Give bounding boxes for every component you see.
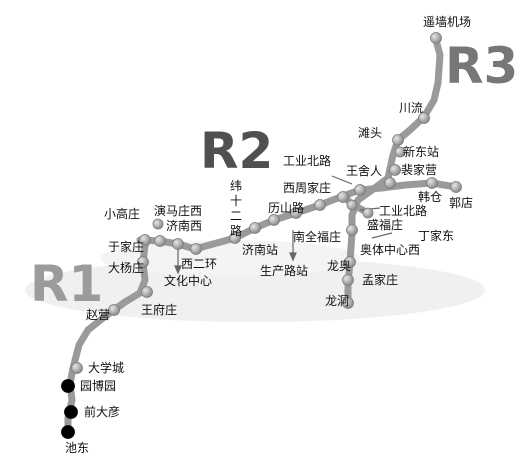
station-dot-xierhuan bbox=[190, 243, 202, 255]
label-gongye-beilu: 工业北路 bbox=[283, 153, 331, 168]
label-wangsheren: 王舍人 bbox=[346, 163, 382, 178]
label-qiandayan: 前大彦 bbox=[84, 404, 120, 419]
background-shading bbox=[25, 240, 485, 322]
station-dot-wei12-road bbox=[249, 222, 261, 234]
station-dot-jinan-station bbox=[268, 214, 280, 226]
label-yanmazhuang-west: 演马庄西 bbox=[154, 203, 202, 218]
line-label-r3: R3 bbox=[445, 37, 518, 95]
label-dingjiadong: 丁家东 bbox=[418, 228, 454, 243]
label-longdong: 龙洞 bbox=[325, 294, 349, 308]
label-chuanliu: 川流 bbox=[399, 101, 423, 115]
label-jinan-west: 济南西 bbox=[166, 218, 202, 233]
label-yaoqiang-airport: 遥墙机场 bbox=[423, 15, 471, 29]
station-dot-yaoqiang-airport bbox=[430, 32, 442, 44]
label-peijiaying: 裴家营 bbox=[401, 162, 437, 177]
arrow-head-wenhua-zhongxin bbox=[174, 265, 182, 275]
arrow-head-shengchanlu bbox=[289, 252, 297, 262]
station-dot-yuanboyuan bbox=[61, 379, 75, 393]
station-dot-peijiaying bbox=[389, 164, 401, 176]
station-dot-tantou bbox=[392, 134, 404, 146]
label-xizhoujiazhuang: 西周家庄 bbox=[283, 180, 331, 195]
station-dot-mengjiazhuang bbox=[342, 274, 354, 286]
arrow-gongye-beilu-1 bbox=[331, 175, 353, 185]
label-shengfuzhuang: 盛福庄 bbox=[367, 217, 403, 232]
line-label-r1: R1 bbox=[30, 255, 103, 313]
station-dot-wei12-road-south bbox=[229, 232, 241, 244]
label-yujiazhuang: 于家庄 bbox=[108, 239, 144, 254]
station-dot-chidong bbox=[61, 425, 75, 439]
label-xierhuan: 西二环 bbox=[181, 257, 217, 271]
arrow-dingjiadong bbox=[371, 232, 393, 239]
label-wangfuzhuang: 王府庄 bbox=[141, 302, 177, 317]
label-wei12-road: 纬十二路 bbox=[230, 179, 242, 238]
station-dot-zhaoying bbox=[108, 304, 120, 316]
station-dot-jinan-west bbox=[172, 238, 184, 250]
station-dot-chuanliu bbox=[418, 112, 430, 124]
station-dot-xindong bbox=[394, 146, 406, 158]
station-dot-guodian bbox=[450, 181, 462, 193]
label-zhaoying: 赵营 bbox=[86, 308, 110, 322]
station-dot-xizhoujiazhuang bbox=[337, 191, 349, 203]
label-dayangzhuang: 大杨庄 bbox=[108, 260, 144, 275]
label-longao: 龙奥 bbox=[327, 259, 351, 273]
station-dot-yanmazhuang-west bbox=[154, 235, 166, 247]
label-yuanboyuan: 园博园 bbox=[80, 378, 116, 393]
station-dot-lishan-road bbox=[314, 199, 326, 211]
station-dot-xiaogaozhuang bbox=[152, 218, 164, 230]
label-shengchanlu: 生产路站 bbox=[260, 263, 308, 278]
label-chidong: 池东 bbox=[65, 441, 89, 455]
label-guodian: 郭店 bbox=[449, 196, 473, 210]
label-lishan-road: 历山路 bbox=[268, 200, 304, 215]
station-dot-qiandayan bbox=[64, 405, 78, 419]
station-dot-nanquanfu bbox=[290, 207, 302, 219]
label-nanquanfu: 南全福庄 bbox=[293, 229, 341, 244]
label-mengjiazhuang: 孟家庄 bbox=[362, 272, 398, 287]
station-dot-gongye-beilu bbox=[354, 184, 366, 196]
label-xiaogaozhuang: 小高庄 bbox=[104, 206, 140, 221]
route-lines bbox=[64, 36, 460, 436]
label-hancang: 韩仓 bbox=[418, 189, 442, 204]
station-labels: 遥墙机场 川流 滩头 新东站 裴家营 工业北路 王舍人 西周家庄 韩仓 郭店 历… bbox=[65, 15, 473, 455]
station-dot-aoti-west bbox=[346, 224, 358, 236]
label-wenhua-zhongxin: 文化中心 bbox=[164, 273, 212, 288]
station-dot-gongye-beilu-2 bbox=[362, 207, 374, 219]
station-dot-longao bbox=[344, 256, 356, 268]
label-gongye-beilu-2: 工业北路 bbox=[379, 203, 427, 218]
station-dot-dayangzhuang bbox=[137, 256, 149, 268]
station-dot-hancang bbox=[426, 177, 438, 189]
label-aoti-west: 奥体中心西 bbox=[360, 242, 420, 257]
station-dot-longdong bbox=[342, 297, 354, 309]
label-xindong: 新东站 bbox=[403, 144, 439, 159]
label-daxuecheng: 大学城 bbox=[88, 360, 124, 375]
station-dot-yujiazhuang bbox=[139, 234, 151, 246]
station-dot-wangfuzhuang bbox=[141, 286, 153, 298]
line-label-r2: R2 bbox=[200, 122, 273, 180]
station-dot-daxuecheng bbox=[71, 362, 83, 374]
label-jinan-station: 济南站 bbox=[242, 242, 278, 257]
label-tantou: 滩头 bbox=[358, 126, 382, 140]
station-dot-wangsheren bbox=[384, 177, 396, 189]
station-dot-shengfuzhuang bbox=[346, 199, 358, 211]
station-markers bbox=[61, 32, 462, 439]
route-line-r1 bbox=[64, 236, 152, 436]
